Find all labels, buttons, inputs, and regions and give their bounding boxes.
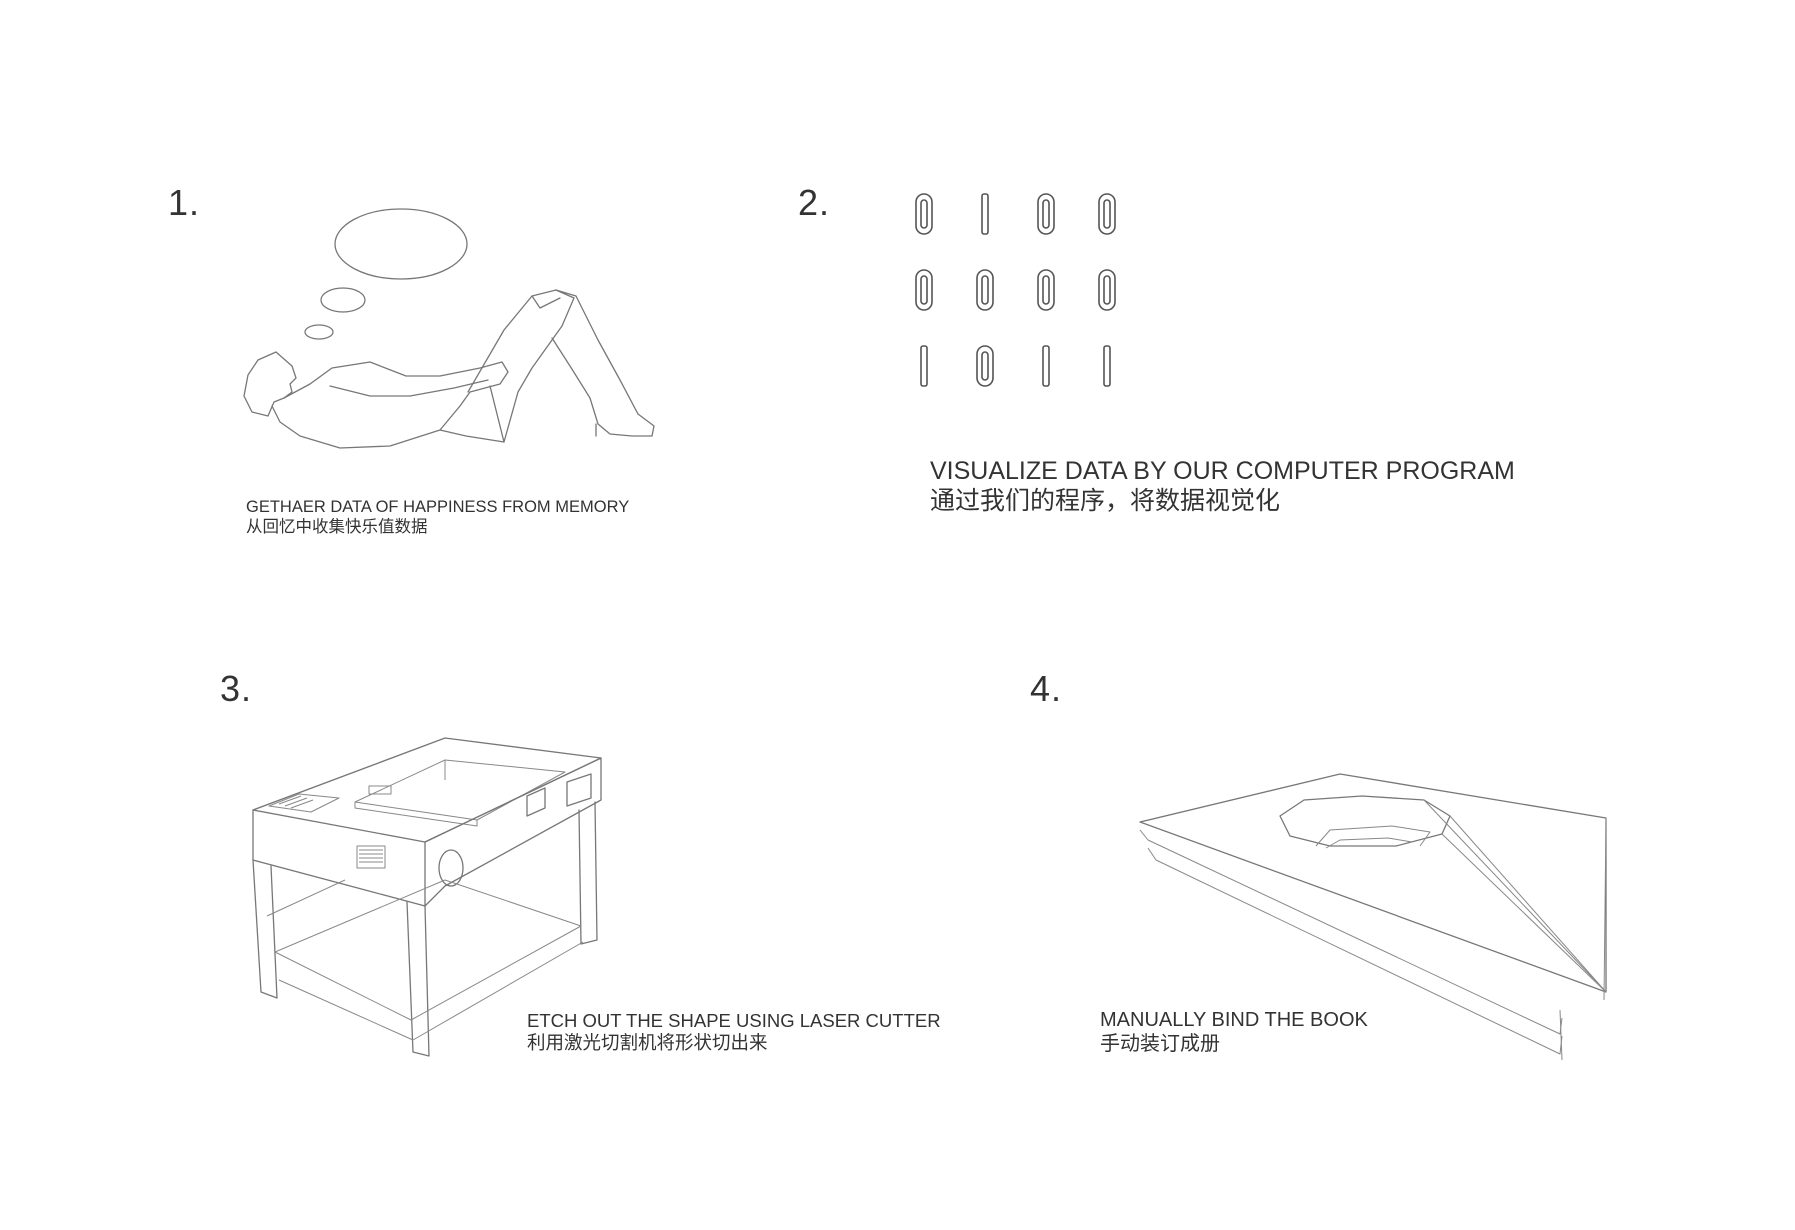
binary-digits-icon: 0 1 0 0 0 0 0 0 1 0 1 1 bbox=[910, 190, 1150, 410]
step-1-caption-en: GETHAER DATA OF HAPPINESS FROM MEMORY bbox=[246, 498, 629, 518]
step-2-caption-zh: 通过我们的程序，将数据视觉化 bbox=[930, 486, 1515, 516]
binary-digit: 0 bbox=[1038, 194, 1054, 234]
step-4-caption-en: MANUALLY BIND THE BOOK bbox=[1100, 1008, 1368, 1032]
step-4-caption-zh: 手动装订成册 bbox=[1100, 1032, 1368, 1056]
step-1-number: 1. bbox=[168, 182, 200, 224]
binary-digit: 0 bbox=[1099, 270, 1115, 310]
step-3-caption-zh: 利用激光切割机将形状切出来 bbox=[527, 1032, 941, 1054]
binary-digit: 1 bbox=[1104, 346, 1110, 386]
binary-digit: 1 bbox=[921, 346, 927, 386]
binary-digit: 0 bbox=[916, 270, 932, 310]
step-1-caption-zh: 从回忆中收集快乐值数据 bbox=[246, 518, 629, 538]
step-3-number: 3. bbox=[220, 668, 252, 710]
step-2-number: 2. bbox=[798, 182, 830, 224]
binary-digit: 0 bbox=[916, 194, 932, 234]
step-2-caption-en: VISUALIZE DATA BY OUR COMPUTER PROGRAM bbox=[930, 456, 1515, 486]
binary-digit: 0 bbox=[977, 270, 993, 310]
step-4-caption: MANUALLY BIND THE BOOK 手动装订成册 bbox=[1100, 1008, 1368, 1056]
step-3-caption: ETCH OUT THE SHAPE USING LASER CUTTER 利用… bbox=[527, 1010, 941, 1054]
step-3-caption-en: ETCH OUT THE SHAPE USING LASER CUTTER bbox=[527, 1010, 941, 1032]
binary-digit: 0 bbox=[1099, 194, 1115, 234]
binary-digit: 1 bbox=[982, 194, 988, 234]
step-2-caption: VISUALIZE DATA BY OUR COMPUTER PROGRAM 通… bbox=[930, 456, 1515, 516]
binary-digit: 0 bbox=[977, 346, 993, 386]
binary-digit: 1 bbox=[1043, 346, 1049, 386]
binary-digit: 0 bbox=[1038, 270, 1054, 310]
step-1-caption: GETHAER DATA OF HAPPINESS FROM MEMORY 从回… bbox=[246, 498, 629, 538]
person-lying-thinking-icon bbox=[240, 200, 740, 460]
step-4-number: 4. bbox=[1030, 668, 1062, 710]
